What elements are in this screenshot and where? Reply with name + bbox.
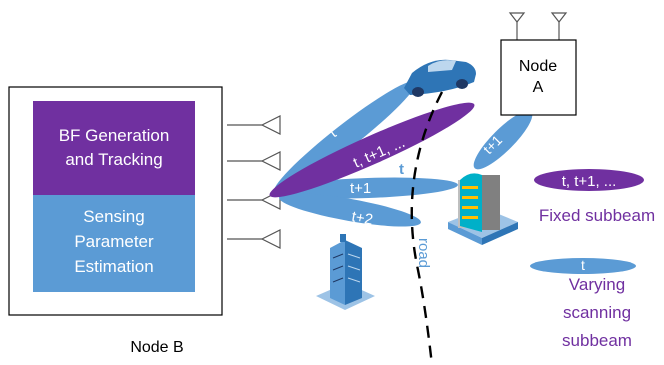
legend-varying-caption-line-2: scanning (563, 303, 631, 322)
node-a-antenna-right (550, 12, 568, 40)
beam-upper-to-car (273, 80, 417, 194)
node-b-antenna-1 (227, 115, 281, 135)
legend-varying-subbeam-sample (530, 258, 636, 274)
building-icon-lower (316, 234, 375, 310)
beam-label-t-loose: t (399, 161, 404, 178)
node-b-antenna-2 (227, 151, 281, 171)
sensing-estimation-block (33, 195, 195, 292)
building-icon-right (448, 173, 518, 245)
beam-to-node-a (473, 110, 533, 170)
bf-block-line-1: BF Generation (59, 126, 170, 145)
legend-fixed-sample-label: t, t+1, ... (562, 173, 617, 190)
road-label: road (415, 238, 432, 268)
sensing-block-line-1: Sensing (83, 207, 144, 226)
legend-varying-caption-line-1: Varying (569, 275, 625, 294)
legend-varying-sample-label: t (581, 257, 585, 273)
sensing-block-line-3: Estimation (74, 257, 153, 276)
beam-t2-lower (279, 193, 421, 227)
beam-fixed-to-car (269, 102, 475, 198)
bf-block-line-2: and Tracking (65, 150, 162, 169)
node-b-antenna-4 (227, 229, 281, 249)
node-a-antenna-left (508, 12, 526, 40)
node-a-label-line-1: Node (519, 58, 557, 75)
node-a-label-line-2: A (533, 79, 544, 96)
legend-varying-caption-line-3: subbeam (562, 331, 632, 350)
beam-label-t1-middle: t+1 (350, 180, 371, 197)
car-icon (404, 59, 476, 97)
legend-fixed-caption: Fixed subbeam (539, 206, 655, 225)
road-line (410, 91, 444, 365)
sensing-block-line-2: Parameter (74, 232, 154, 251)
legend-fixed-subbeam-sample (534, 169, 644, 191)
bf-generation-block (33, 101, 195, 195)
node-b-caption: Node B (130, 339, 183, 356)
beam-label-t2-lower: t+2 (350, 208, 374, 228)
node-a-box (500, 39, 577, 116)
